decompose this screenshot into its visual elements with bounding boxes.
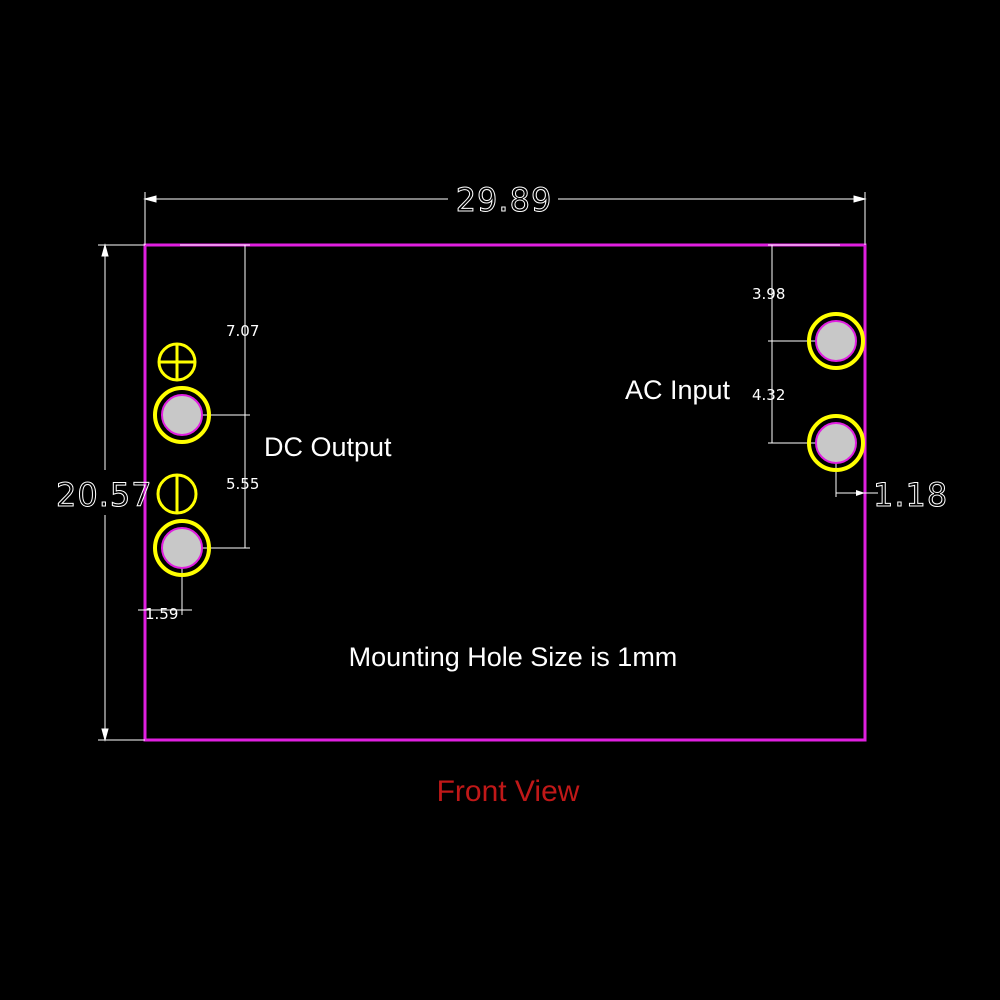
minus-symbol-icon (156, 473, 198, 515)
ac-pad-2 (807, 414, 865, 472)
ac-input-label: AC Input (625, 375, 731, 405)
view-title: Front View (437, 775, 580, 808)
dc-negative-pad (153, 519, 211, 577)
dc-top-offset-label: 7.07 (226, 322, 259, 340)
ac-pad-1 (807, 312, 865, 370)
width-dimension-label: 29.89 (456, 181, 553, 219)
dc-positive-pad (153, 386, 211, 444)
mounting-hole-note: Mounting Hole Size is 1mm (349, 642, 678, 672)
ac-top-offset-label: 3.98 (752, 285, 785, 303)
ac-edge-offset-label: 1.18 (873, 476, 948, 514)
height-dimension-label: 20.57 (56, 476, 153, 514)
height-dimension (98, 243, 145, 742)
dc-spacing-label: 5.55 (226, 475, 259, 493)
plus-symbol-icon (157, 342, 197, 382)
ac-edge-arrows (856, 490, 865, 496)
ac-spacing-label: 4.32 (752, 386, 785, 404)
dc-edge-offset-label: 1.59 (145, 605, 178, 623)
dc-output-label: DC Output (264, 432, 392, 462)
width-dimension (143, 192, 867, 245)
